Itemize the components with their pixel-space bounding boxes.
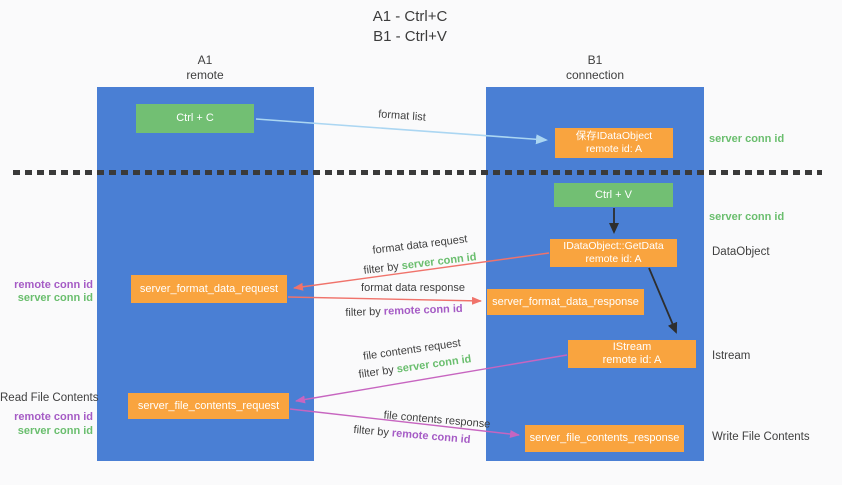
remote-conn-id-text: remote conn id [391,427,471,447]
lane-a1-name: A1 [197,53,213,67]
arrow-format-data-response [287,296,482,305]
right-label-server-conn-id-top: server conn id [709,133,785,145]
save-idataobject-line2: remote id: A [585,143,643,155]
lane-a1-subtitle: remote [186,68,224,82]
istream-line2: remote id: A [602,354,662,366]
filter-by-text: filter by [357,364,395,381]
save-idataobject-line1: 保存IDataObject [575,130,653,142]
right-label-dataobject: DataObject [712,246,770,258]
label-filter-by-remote-conn-id-1: filter by remote conn id [338,303,470,320]
filter-by-text: filter by [345,305,382,320]
left-label-server-conn-id-1: server conn id [17,292,93,304]
lane-header-a1: A1 remote [145,53,265,83]
lane-b1-name: B1 [587,53,603,67]
istream-line1: IStream [612,341,652,353]
server-file-contents-request-label: server_file_contents_request [137,399,280,412]
title-line-ctrl-c: A1 - Ctrl+C [372,8,448,25]
node-server-format-data-request: server_format_data_request [131,275,287,303]
ctrl-v-label: Ctrl + V [595,188,632,201]
right-label-write-file-contents: Write File Contents [712,431,810,443]
label-format-list: format list [360,107,445,125]
lane-header-b1: B1 connection [535,53,655,83]
server-format-data-request-label: server_format_data_request [139,282,279,295]
format-list-text: format list [377,108,427,124]
filter-by-text: filter by [353,423,390,439]
ctrl-c-label: Ctrl + C [176,112,214,124]
getdata-line1: IDataObject::GetData [563,240,664,252]
left-label-read-file-contents: Read File Contents [0,392,99,404]
remote-conn-id-text: remote conn id [383,302,463,318]
node-istream: IStream remote id: A [568,340,696,368]
right-label-server-conn-id-mid: server conn id [709,211,785,223]
left-label-remote-conn-id-1: remote conn id [14,279,93,291]
label-format-data-response: format data response [352,282,474,294]
node-ctrl-v: Ctrl + V [554,183,673,207]
lane-b1-subtitle: connection [565,68,625,82]
server-format-data-response-label: server_format_data_response [492,295,639,308]
server-file-contents-response-label: server_file_contents_response [529,432,680,444]
node-server-file-contents-response: server_file_contents_response [525,425,684,452]
getdata-line2: remote id: A [585,253,642,265]
node-server-format-data-response: server_format_data_response [487,289,644,315]
page-title: A1 - Ctrl+C B1 - Ctrl+V [0,7,820,47]
right-label-istream: Istream [712,350,751,362]
node-server-file-contents-request: server_file_contents_request [128,393,289,419]
format-data-response-text: format data response [361,282,465,294]
node-ctrl-c: Ctrl + C [136,104,254,133]
left-label-remote-conn-id-2: remote conn id [14,411,93,423]
server-conn-id-text: server conn id [401,251,478,273]
node-save-idataobject: 保存IDataObject remote id: A [555,128,673,158]
filter-by-text: filter by [362,260,400,277]
left-label-server-conn-id-2: server conn id [17,425,93,437]
session-divider-dotted-line [13,170,822,175]
node-idataobject-getdata: IDataObject::GetData remote id: A [550,239,677,267]
title-line-ctrl-v: B1 - Ctrl+V [373,28,447,45]
